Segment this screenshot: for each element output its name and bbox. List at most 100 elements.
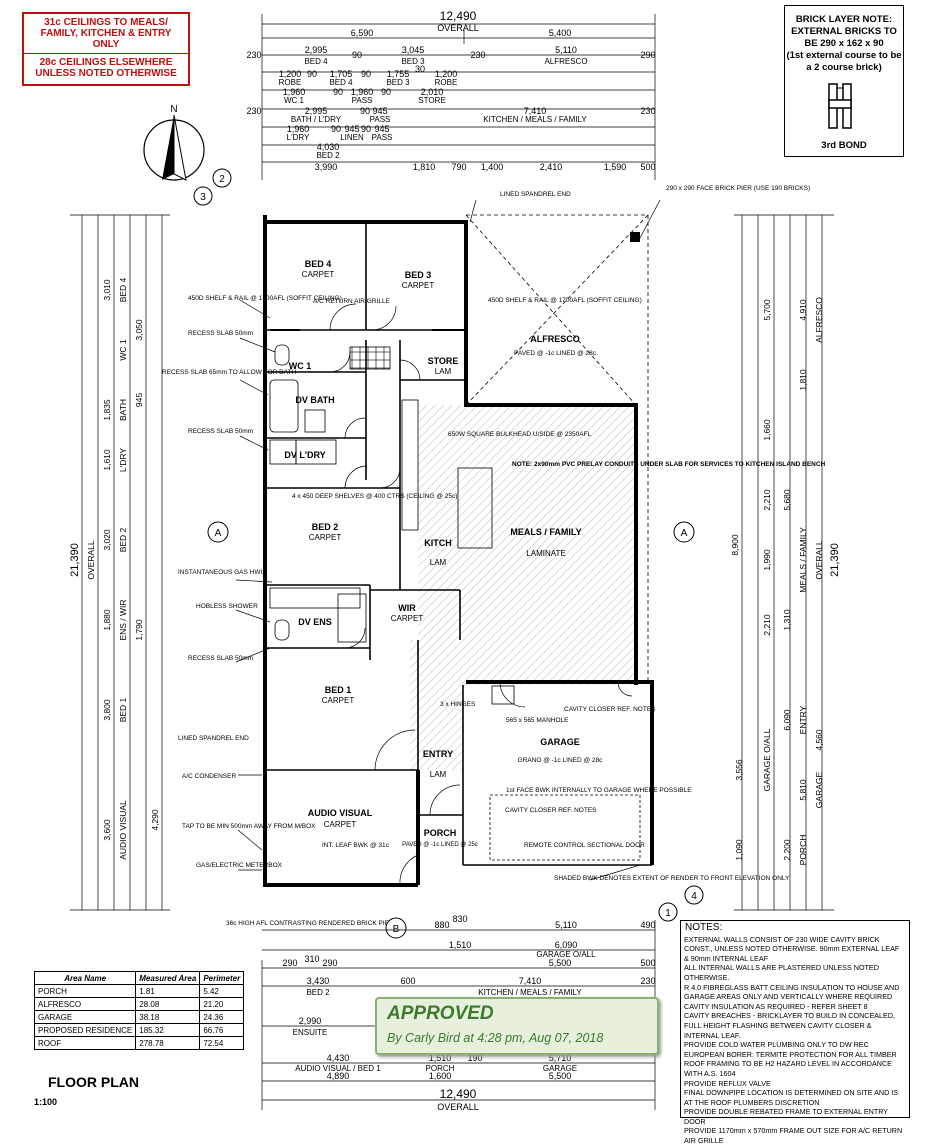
svg-text:36c HIGH AFL CONTRASTING RENDE: 36c HIGH AFL CONTRASTING RENDERED BRICK … (226, 920, 394, 927)
ceiling-note-box: 31c CEILINGS TO MEALS/ FAMILY, KITCHEN &… (22, 12, 190, 86)
svg-text:1st FACE BWK INTERNALLY TO GAR: 1st FACE BWK INTERNALLY TO GARAGE WHERE … (506, 787, 692, 794)
svg-text:BED 2: BED 2 (316, 151, 340, 160)
svg-text:90: 90 (331, 124, 341, 134)
table-cell: 38.18 (135, 1010, 201, 1024)
room-labels: BED 4 CARPET BED 3 CARPET ALFRESCO PAVED… (284, 259, 603, 848)
table-cell: ROOF (33, 1036, 137, 1050)
brick-note-sub: (1st external course to be a 2 course br… (786, 50, 902, 73)
svg-text:945: 945 (134, 393, 144, 407)
svg-text:2,990: 2,990 (299, 1016, 322, 1026)
bath-tub (269, 379, 299, 433)
approved-title: APPROVED (387, 1003, 494, 1024)
svg-text:3,600: 3,600 (102, 819, 112, 841)
face-brick-pier (630, 232, 640, 242)
notes-list: EXTERNAL WALLS CONSIST OF 230 WIDE CAVIT… (681, 935, 909, 1146)
svg-text:INT. LEAF BWK @ 31c: INT. LEAF BWK @ 31c (322, 842, 390, 849)
svg-text:90: 90 (361, 124, 371, 134)
room-laundry: DV L'DRY (284, 450, 325, 460)
room-alfresco: ALFRESCO (530, 334, 580, 344)
room-entry: ENTRY (423, 749, 453, 759)
svg-text:6,590: 6,590 (351, 28, 374, 38)
svg-text:3,020: 3,020 (102, 529, 112, 551)
svg-text:CARPET: CARPET (324, 820, 357, 829)
table-row: ROOF 278.78 72.54 (33, 1036, 245, 1050)
list-item: PROVIDE REFLUX VALVE (684, 1078, 771, 1088)
table-cell: 185.32 (135, 1023, 201, 1037)
room-bed2: BED 2 (312, 522, 339, 532)
svg-text:GARAGE O/ALL: GARAGE O/ALL (762, 728, 772, 791)
svg-text:LAM: LAM (430, 770, 447, 779)
svg-text:A: A (215, 528, 222, 539)
svg-text:PORCH: PORCH (426, 1064, 455, 1073)
top-dimension-text: 12,490 OVERALL 6,590 5,400 230 2,995 90 … (246, 9, 655, 172)
svg-text:BATH: BATH (118, 399, 128, 421)
svg-text:2,210: 2,210 (762, 489, 772, 511)
table-cell: 1.81 (135, 984, 201, 998)
svg-text:1,510: 1,510 (449, 940, 472, 950)
svg-text:STORE: STORE (418, 96, 445, 105)
svg-text:4,560: 4,560 (814, 729, 824, 751)
svg-text:B: B (393, 924, 400, 935)
bottom-dimension-lines (261, 920, 656, 1110)
svg-text:KITCHEN / MEALS / FAMILY: KITCHEN / MEALS / FAMILY (483, 115, 587, 124)
svg-text:ENTRY: ENTRY (798, 705, 808, 734)
svg-text:N: N (170, 104, 177, 115)
table-header: Perimeter (199, 971, 245, 985)
svg-text:PASS: PASS (352, 96, 373, 105)
garage-door-outline (489, 794, 641, 861)
svg-text:5,680: 5,680 (782, 489, 792, 511)
ensuite-toilet (274, 619, 290, 641)
svg-text:NOTE: 2x90mm PVC PRELAY CONDUI: NOTE: 2x90mm PVC PRELAY CONDUITS UNDER S… (512, 461, 826, 468)
svg-text:CARPET: CARPET (309, 533, 342, 542)
side-dimension-text: 21,390 OVERALL 3,010 BED 4 WC 1 1,835 BA… (69, 277, 841, 865)
ensuite-shower (337, 593, 367, 643)
svg-text:1,705: 1,705 (330, 69, 353, 79)
notes-panel: NOTES: EXTERNAL WALLS CONSIST OF 230 WID… (680, 920, 910, 1145)
svg-text:1,090: 1,090 (734, 839, 744, 861)
svg-text:RECESS SLAB 50mm: RECESS SLAB 50mm (188, 655, 253, 662)
svg-text:LINED SPANDREL END: LINED SPANDREL END (178, 735, 249, 742)
list-item: PROVIDE DOUBLE REBATED FRAME TO EXTERNAL… (684, 1107, 888, 1126)
approved-stamp: APPROVED By Carly Bird at 4:28 pm, Aug 0… (375, 997, 659, 1055)
svg-text:1,835: 1,835 (102, 399, 112, 421)
svg-text:PAVED @ -1c LINED @ 25c: PAVED @ -1c LINED @ 25c (402, 842, 478, 848)
svg-text:WC 1: WC 1 (118, 339, 128, 361)
svg-text:1,310: 1,310 (782, 609, 792, 631)
svg-text:3,045: 3,045 (402, 45, 425, 55)
svg-text:8,900: 8,900 (730, 534, 740, 556)
svg-text:CAVITY CLOSER REF. NOTES: CAVITY CLOSER REF. NOTES (505, 807, 597, 814)
room-porch: PORCH (424, 828, 457, 838)
notes-title: NOTES: (685, 922, 723, 933)
svg-text:4,910: 4,910 (798, 299, 808, 321)
svg-text:30: 30 (415, 64, 425, 74)
svg-text:3: 3 (200, 192, 206, 203)
svg-text:A: A (681, 528, 688, 539)
table-cell: GARAGE (33, 1010, 137, 1024)
svg-text:3,430: 3,430 (307, 976, 330, 986)
top-dimension-lines (261, 14, 656, 180)
table-row: PORCH 1.81 5.42 (33, 984, 245, 998)
svg-text:PAVED @ -1c LINED @ 28c: PAVED @ -1c LINED @ 28c (514, 350, 597, 357)
list-item: CAVITY INSULATION AS REQUIRED - REFER SH… (684, 1001, 868, 1011)
svg-text:5,810: 5,810 (798, 779, 808, 801)
svg-text:490: 490 (640, 920, 655, 930)
svg-text:SHADED BWK DENOTES EXTENT OF R: SHADED BWK DENOTES EXTENT OF RENDER TO F… (554, 875, 790, 882)
svg-text:90: 90 (381, 87, 391, 97)
svg-text:1,510: 1,510 (429, 1053, 452, 1063)
svg-text:4: 4 (691, 891, 697, 902)
svg-text:230: 230 (470, 50, 485, 60)
list-item: PROVIDE 1170mm x 570mm FRAME OUT SIZE FO… (684, 1126, 903, 1146)
svg-text:MEALS / FAMILY: MEALS / FAMILY (798, 527, 808, 593)
svg-text:BED 4: BED 4 (118, 277, 128, 302)
svg-text:TAP TO BE MIN 500mm AWAY FROM: TAP TO BE MIN 500mm AWAY FROM M/BOX (182, 823, 316, 830)
svg-text:ALFRESCO: ALFRESCO (544, 57, 587, 66)
svg-text:500: 500 (640, 162, 655, 172)
svg-text:5,110: 5,110 (555, 45, 577, 55)
table-cell: PROPOSED RESIDENCE (33, 1023, 137, 1037)
table-header: Area Name (33, 971, 137, 985)
svg-text:RECESS SLAB 65mm TO ALLOW FOR: RECESS SLAB 65mm TO ALLOW FOR BATH (162, 369, 296, 376)
table-row: PROPOSED RESIDENCE 185.32 66.76 (33, 1023, 245, 1037)
svg-text:GAS/ELECTRIC METERBOX: GAS/ELECTRIC METERBOX (196, 862, 283, 869)
brick-layer-note: BRICK LAYER NOTE: EXTERNAL BRICKS TO BE … (784, 5, 904, 157)
svg-text:ENS / WIR: ENS / WIR (118, 599, 128, 640)
